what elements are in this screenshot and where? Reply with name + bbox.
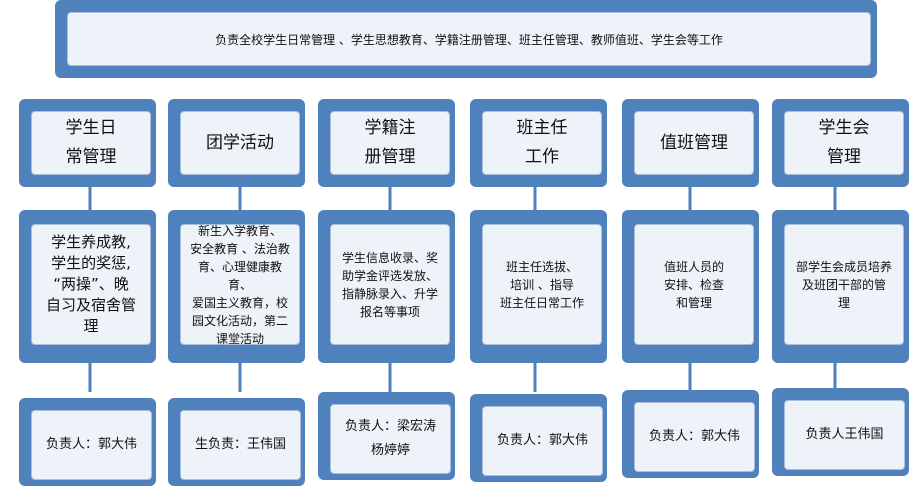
responsible-text: 负责人：郭大伟 bbox=[496, 433, 588, 448]
description-box-league-activities: 新生入学教育、 安全教育 、法治教 育、心理健康教育、 爱国主义教育，校 园文化… bbox=[168, 210, 305, 363]
responsible-text: 负责人：郭大伟 bbox=[648, 429, 740, 444]
description-text: 值班人员的 安排、检查 和管理 bbox=[663, 259, 724, 310]
responsible-box-head-teacher: 负责人：郭大伟 bbox=[470, 394, 607, 482]
category-title: 班主任 工作 bbox=[516, 118, 568, 167]
category-box-league-activities: 团学活动 bbox=[168, 99, 305, 187]
description-box-daily-management: 学生养成教, 学生的奖惩, “两操”、晚 自习及宿舍管 理 bbox=[19, 210, 156, 363]
description-box-enrollment-management: 学生信息收录、奖 助学金评选发放、 指静脉录入、升学 报名等事项 bbox=[318, 210, 455, 363]
description-text: 新生入学教育、 安全教育 、法治教 育、心理健康教育、 爱国主义教育，校 园文化… bbox=[190, 223, 290, 346]
description-text: 部学生会成员培养 及班团干部的管 理 bbox=[795, 259, 892, 310]
responsible-box-enrollment-management: 负责人：梁宏涛 杨婷婷 bbox=[318, 392, 455, 480]
category-title: 团学活动 bbox=[206, 132, 274, 153]
description-text: 学生养成教, 学生的奖惩, “两操”、晚 自习及宿舍管 理 bbox=[45, 233, 136, 335]
description-text: 班主任选拔、 培训 、指导 班主任日常工作 bbox=[499, 259, 584, 310]
responsible-text: 负责人：梁宏涛 杨婷婷 bbox=[344, 419, 436, 458]
responsible-box-daily-management: 负责人：郭大伟 bbox=[19, 398, 156, 486]
category-title: 学生会 管理 bbox=[818, 118, 870, 167]
category-box-student-union: 学生会 管理 bbox=[772, 99, 909, 187]
description-box-student-union: 部学生会成员培养 及班团干部的管 理 bbox=[772, 210, 909, 363]
description-box-duty-management: 值班人员的 安排、检查 和管理 bbox=[622, 210, 759, 363]
category-title: 学籍注 册管理 bbox=[364, 118, 416, 167]
category-box-daily-management: 学生日 常管理 bbox=[19, 99, 156, 187]
responsible-box-league-activities: 生负责：王伟国 bbox=[168, 398, 305, 486]
top-summary-box: 负责全校学生日常管理 、学生思想教育、学籍注册管理、班主任管理、教师值班、学生会… bbox=[55, 0, 877, 78]
responsible-box-duty-management: 负责人：郭大伟 bbox=[622, 390, 759, 478]
responsible-text: 负责人王伟国 bbox=[805, 427, 884, 442]
category-box-duty-management: 值班管理 bbox=[622, 99, 759, 187]
description-text: 学生信息收录、奖 助学金评选发放、 指静脉录入、升学 报名等事项 bbox=[341, 250, 438, 319]
top-summary-text: 负责全校学生日常管理 、学生思想教育、学籍注册管理、班主任管理、教师值班、学生会… bbox=[215, 32, 723, 47]
category-title: 学生日 常管理 bbox=[65, 118, 117, 167]
responsible-text: 负责人：郭大伟 bbox=[45, 437, 137, 452]
category-title: 值班管理 bbox=[660, 132, 728, 153]
responsible-text: 生负责：王伟国 bbox=[194, 437, 286, 452]
category-box-head-teacher: 班主任 工作 bbox=[470, 99, 607, 187]
category-box-enrollment-management: 学籍注 册管理 bbox=[318, 99, 455, 187]
description-box-head-teacher: 班主任选拔、 培训 、指导 班主任日常工作 bbox=[470, 210, 607, 363]
responsible-box-student-union: 负责人王伟国 bbox=[772, 388, 909, 476]
